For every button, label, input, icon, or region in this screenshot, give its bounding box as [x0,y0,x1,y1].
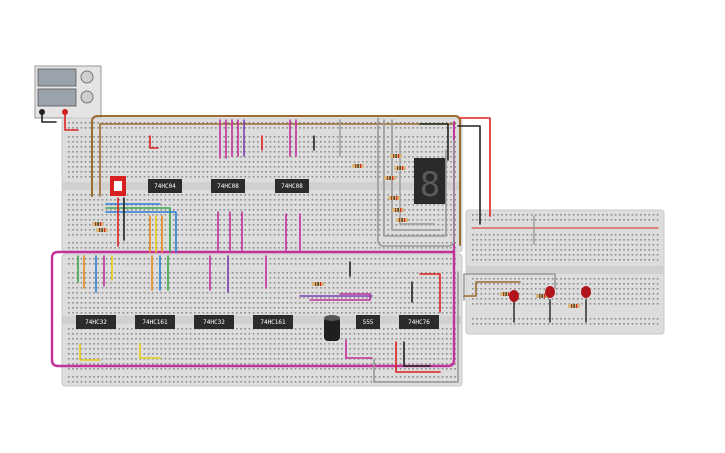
led-2-body [545,286,555,298]
chip-u1[interactable]: 74HC04 [148,179,182,193]
wire-brown-main[interactable] [91,115,461,246]
wire-gray-bottom[interactable] [373,271,459,383]
chip-u2-label: 74HC08 [217,183,239,190]
resistor[interactable] [384,176,396,180]
chip-u6[interactable]: 74HC32 [194,315,234,329]
resistor[interactable] [392,208,404,212]
wire-black-right[interactable] [457,125,481,225]
wire-red-lower[interactable] [395,341,441,373]
dip-switch[interactable] [110,176,126,196]
led-3[interactable] [581,286,591,298]
seven-segment-digit: 8 [420,165,440,205]
wire-red-u9[interactable] [419,273,441,313]
wire-gray-to-right[interactable] [463,273,556,301]
chip-u8-label: 555 [363,319,374,326]
chip-u2[interactable]: 74HC08 [211,179,245,193]
wire-yellow-lower[interactable] [79,343,101,361]
power-supply[interactable] [34,65,102,119]
chip-u3-label: 74HC08 [281,183,303,190]
chip-u1-label: 74HC04 [154,183,176,190]
chip-u7-label: 74HC161 [260,319,286,326]
resistor[interactable] [92,222,104,226]
led-1-body [509,290,519,302]
power-display-top [37,68,77,87]
wire-red-supply[interactable] [64,111,79,131]
resistor[interactable] [396,218,408,222]
resistor[interactable] [390,154,402,158]
wire-blue-v[interactable] [105,211,177,253]
current-knob[interactable] [80,90,94,104]
resistor[interactable] [500,292,512,296]
wire-green-h[interactable] [105,207,171,253]
chip-u5[interactable]: 74HC161 [135,315,175,329]
wire-black-seg[interactable] [419,123,449,161]
chip-u3[interactable]: 74HC08 [275,179,309,193]
chip-u4-label: 74HC32 [85,319,107,326]
wire-black-supply[interactable] [41,111,57,123]
resistor[interactable] [394,166,406,170]
wire-brown-to-right[interactable] [463,281,521,297]
chip-u9[interactable]: 74HC76 [399,315,439,329]
chip-u8[interactable]: 555 [356,315,380,329]
wire-red-right[interactable] [459,117,491,217]
chip-u6-label: 74HC32 [203,319,225,326]
resistor[interactable] [568,304,580,308]
resistor[interactable] [536,294,548,298]
wire-brown-2[interactable] [99,123,456,197]
led-3-body [581,286,591,298]
wire-black-lower[interactable] [403,341,431,367]
power-display-bottom [37,88,77,107]
wire-magenta-loop[interactable] [50,248,456,368]
wire-red-top1[interactable] [149,135,159,149]
chip-u4[interactable]: 74HC32 [76,315,116,329]
resistor[interactable] [96,228,108,232]
chip-u7[interactable]: 74HC161 [253,315,293,329]
wire-magenta-h[interactable] [309,293,371,301]
led-1[interactable] [509,290,519,302]
wire-yellow-lower2[interactable] [139,343,161,359]
voltage-knob[interactable] [80,70,94,84]
resistor[interactable] [312,282,324,286]
chip-u5-label: 74HC161 [142,319,168,326]
wire-gray-1[interactable] [377,117,455,247]
wire-magenta-lower[interactable] [345,339,373,359]
chip-u9-label: 74HC76 [408,319,430,326]
electrolytic-capacitor[interactable] [324,315,340,341]
seven-segment-display: 8 [414,158,446,205]
resistor[interactable] [388,196,400,200]
led-2[interactable] [545,286,555,298]
breadboard-right[interactable] [465,209,665,335]
resistor[interactable] [352,164,364,168]
